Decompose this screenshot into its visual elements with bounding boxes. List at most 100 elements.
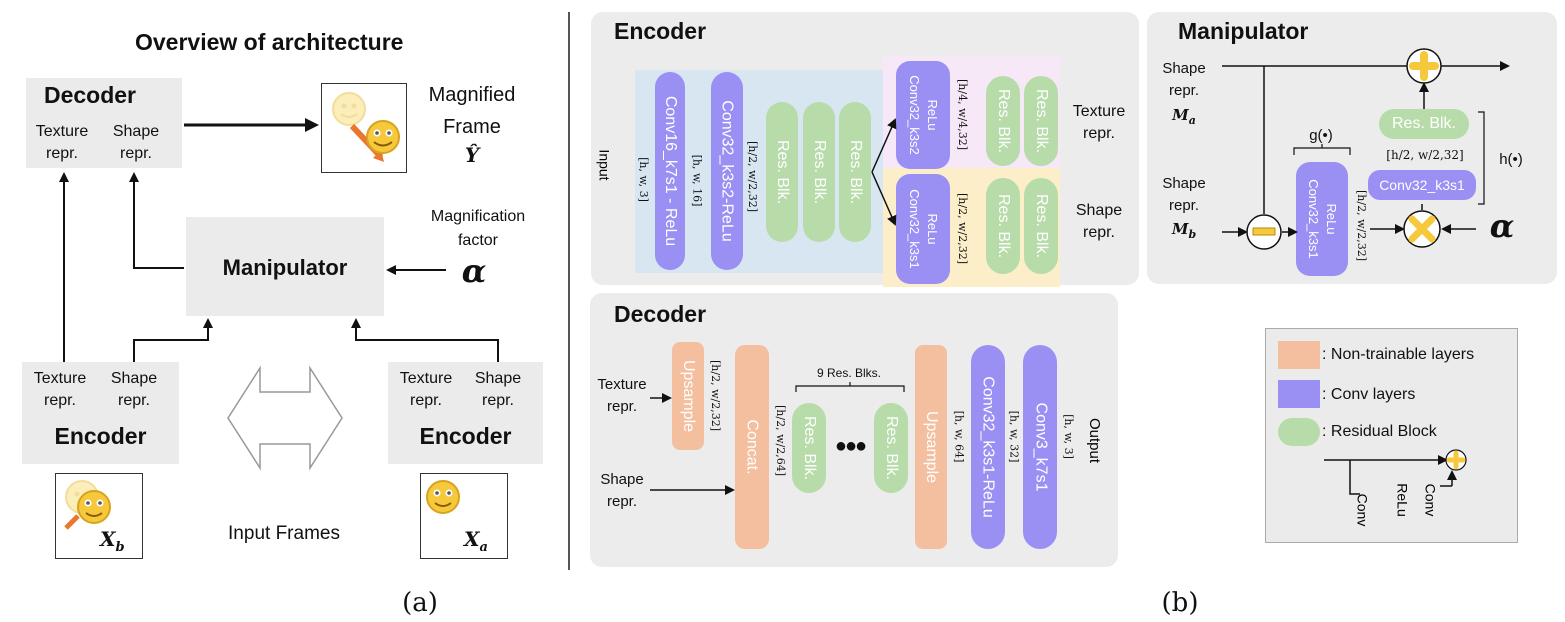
- decoder-dim-concat: [h/2, w/2,64]: [771, 390, 789, 490]
- legend-relu: ReLu: [1393, 478, 1413, 522]
- manip-mb-symbol: M: [1171, 220, 1189, 238]
- manip-to-decoder-arrow: [129, 172, 184, 269]
- decoder-dim-conv2: [h, w, 3]: [1059, 406, 1077, 466]
- g-label: g(•): [1309, 127, 1333, 144]
- manip-res: Res. Blk.: [1379, 109, 1469, 139]
- shape-conv-text: ReLu Conv32_k3s1: [907, 189, 940, 269]
- manip-conv-text: Conv32_k3s1: [1379, 177, 1465, 193]
- decoder-upsample1-text: Upsample: [680, 359, 697, 433]
- caption-a: (a): [402, 588, 438, 618]
- manipulator-panel: [1147, 12, 1557, 284]
- decoder-box: [26, 78, 182, 168]
- legend-conv-b: Conv: [1420, 478, 1440, 522]
- encoder-input-label: Input: [594, 140, 616, 190]
- decoder-conv2: Conv3_k7s1: [1023, 345, 1057, 549]
- decoder-title: Decoder: [43, 82, 137, 108]
- encoder-left-shape: Shape repr.: [110, 370, 158, 409]
- manip-dim1: [h/2, w/2,32]: [1386, 148, 1464, 162]
- magnified-frame-label-1: Magnified: [428, 84, 516, 106]
- texture-dim-text: [h/4, w/4,32]: [955, 78, 969, 150]
- overview-title: Overview of architecture: [135, 29, 404, 55]
- legend-conv-a-text: Conv: [1354, 493, 1370, 527]
- encoder-input-text: Input: [597, 149, 614, 181]
- legend-swatch-residual: [1278, 418, 1320, 446]
- texture-res2-text: Res. Blk.: [1033, 88, 1051, 154]
- decoder-upsample2-text: Upsample: [923, 410, 940, 484]
- decoder-conv1: Conv32_k3s1-ReLu: [971, 345, 1005, 549]
- manip-dim2-text: [h/2, w/2,32]: [1354, 189, 1368, 261]
- xb-label: Xb: [100, 527, 125, 555]
- texture-res1-text: Res. Blk.: [995, 88, 1013, 154]
- encoder-dim-conv2: [h/2, w/2,32]: [743, 126, 761, 226]
- manip-mb-subscript: b: [1188, 228, 1197, 241]
- texture-conv-text: ReLu Conv32_k3s2: [907, 75, 940, 155]
- manip-mb: Mb: [1160, 220, 1208, 241]
- encoder-dim-input-text: [h, w, 3]: [636, 156, 650, 202]
- manip-ma-subscript: a: [1188, 114, 1196, 127]
- decoder-res1-text: Res. Blk.: [801, 415, 819, 481]
- shape-conv: ReLu Conv32_k3s1: [896, 174, 950, 284]
- manipulator-title: Manipulator: [1178, 18, 1309, 44]
- magnification-label-2: factor: [457, 232, 498, 249]
- manipulator-box: [186, 217, 384, 316]
- manip-ma: Ma: [1160, 106, 1208, 127]
- encoder-dim-conv1: [h, w, 16]: [688, 140, 706, 220]
- manip-ma-symbol: M: [1172, 106, 1189, 124]
- shape-repr-label: Shape repr.: [1075, 202, 1123, 241]
- decoder-dim-up2: [h, w, 64]: [950, 396, 968, 476]
- nine-res-label: 9 Res. Blks.: [816, 366, 882, 380]
- encoder-right-texture: Texture repr.: [399, 370, 453, 409]
- encoder-conv1-text: Conv16_k7s1 - ReLu: [662, 95, 679, 247]
- decoder-dim-up1-text: [h/2, w/2,32]: [708, 359, 722, 431]
- manip-shape-a-label: Shape repr.: [1162, 60, 1206, 99]
- encoder-res2: Res. Blk.: [803, 102, 835, 242]
- encoder-res1: Res. Blk.: [766, 102, 798, 242]
- decoder-dim-conv1-text: [h, w, 32]: [1007, 410, 1021, 462]
- legend-relu-text: ReLu: [1395, 483, 1411, 517]
- shape-dim-text: [h/2, w/2,32]: [955, 192, 969, 264]
- manip-shape-b-label: Shape repr.: [1162, 175, 1206, 214]
- magnified-frame-symbol: Ŷ: [464, 143, 480, 167]
- encoder-left-box: [22, 362, 179, 464]
- encoder-res3: Res. Blk.: [839, 102, 871, 242]
- texture-conv: ReLu Conv32_k3s2: [896, 61, 950, 169]
- xa-subscript: a: [479, 540, 488, 555]
- encoder-conv1: Conv16_k7s1 - ReLu: [655, 72, 685, 270]
- shape-dim: [h/2, w/2,32]: [953, 178, 971, 278]
- encoder-left-title: Encoder: [54, 423, 147, 449]
- encoder-title: Encoder: [614, 18, 707, 44]
- manip-res-text: Res. Blk.: [1391, 115, 1456, 132]
- texture-repr-label: Texture repr.: [1072, 103, 1126, 142]
- encoder-dim-input: [h, w, 3]: [634, 144, 652, 214]
- manip-alpha: α: [1489, 207, 1515, 245]
- magnification-alpha: α: [461, 252, 487, 290]
- xa-label: Xa: [464, 527, 488, 555]
- manipulator-label: Manipulator: [222, 255, 348, 280]
- legend-conv-a: Conv: [1352, 490, 1372, 530]
- texture-res2: Res. Blk.: [1024, 76, 1058, 166]
- decoder-dots: ●●●: [834, 435, 867, 457]
- right-shape-to-manip-arrow: [351, 318, 499, 362]
- manip-conv: Conv32_k3s1: [1368, 170, 1476, 200]
- shared-label: Shared: [259, 409, 309, 426]
- legend-conv-b-text: Conv: [1422, 483, 1438, 517]
- encoder-right-box: [388, 362, 543, 464]
- magnification-label-1: Magnification: [430, 208, 526, 225]
- legend-swatch-conv: [1278, 380, 1320, 408]
- decoder-dim-up1: [h/2, w/2,32]: [706, 345, 724, 445]
- decoder-dim-conv2-text: [h, w, 3]: [1061, 413, 1075, 459]
- g-conv-text: ReLu Conv32_k3s1: [1306, 179, 1339, 259]
- decoder-res1: Res. Blk.: [792, 403, 826, 493]
- decoder-texture-in: Texture repr.: [597, 376, 647, 415]
- magnified-frame-image: [321, 83, 407, 173]
- left-shape-to-manip-arrow: [133, 318, 213, 362]
- magnified-frame-label-2: Frame: [443, 116, 501, 138]
- shape-res1-text: Res. Blk.: [995, 193, 1013, 259]
- decoder-output-text: Output: [1086, 417, 1104, 463]
- encoder-conv2: Conv32_k3s2-ReLu: [711, 72, 743, 270]
- g-conv: ReLu Conv32_k3s1: [1296, 162, 1348, 276]
- legend-conv: : Conv layers: [1322, 386, 1416, 403]
- encoder-left-texture: Texture repr.: [33, 370, 87, 409]
- xa-frame-image: [420, 473, 508, 559]
- shape-res2: Res. Blk.: [1024, 178, 1058, 274]
